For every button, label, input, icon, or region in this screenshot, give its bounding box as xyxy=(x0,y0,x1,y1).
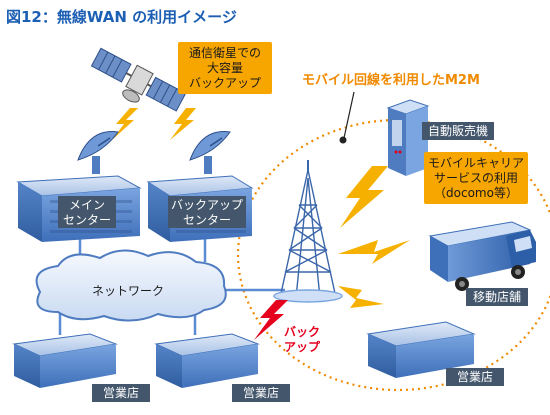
store-label-box-1 xyxy=(92,384,150,402)
store-building-3 xyxy=(366,321,476,378)
store-label-box-3 xyxy=(446,368,504,386)
carrier-note-line1: モバイルキャリア xyxy=(428,156,524,170)
satellite-note-line1: 通信衛星での xyxy=(189,46,261,60)
main-center-label-box xyxy=(58,196,116,228)
backup-label-line2: アップ xyxy=(284,339,321,354)
tower-bolt-upper-icon xyxy=(340,166,388,228)
vending-label-box xyxy=(422,122,494,140)
satellite-note-line2: 大容量 xyxy=(207,60,243,75)
figure-title: 図12：無線WAN の利用イメージ xyxy=(6,8,237,26)
carrier-note-box xyxy=(424,152,528,204)
satellite-note-line3: バックアップ xyxy=(189,76,261,90)
satellite-icon xyxy=(90,47,187,112)
mobile-store-label-box xyxy=(466,288,528,306)
store-building-2 xyxy=(154,333,260,388)
tower-bolt-right-icon xyxy=(338,240,410,264)
m2m-pointer-dot xyxy=(339,136,347,144)
main-center-label-line2: センター xyxy=(63,213,111,227)
main-center-label-line1: メイン xyxy=(69,198,105,212)
backup-center-label-line2: センター xyxy=(183,213,231,227)
tower-bolt-lower-icon xyxy=(338,286,384,308)
satellite-bolt-right-icon xyxy=(170,108,196,140)
mobile-store-label: 移動店舗 xyxy=(473,290,521,304)
carrier-note-line2: サービスの利用 xyxy=(434,171,518,185)
dish-antenna-backup-icon xyxy=(189,131,231,174)
store-label-3: 営業店 xyxy=(457,370,493,384)
network-label: ネットワーク xyxy=(92,284,164,298)
store-building-1 xyxy=(12,333,118,388)
dish-antenna-main-icon xyxy=(77,131,119,174)
backup-bolt-icon xyxy=(254,300,288,340)
backup-center-label-box xyxy=(168,196,246,228)
store-label-box-2 xyxy=(232,384,290,402)
m2m-pointer xyxy=(343,91,355,139)
backup-center-label-line1: バックアップ xyxy=(171,198,243,212)
truck-icon xyxy=(428,221,536,291)
m2m-label: モバイル回線を利用したM2M xyxy=(302,72,480,88)
vending-label: 自動販売機 xyxy=(428,123,488,138)
backup-label-line1: バック xyxy=(284,325,320,339)
satellite-note-box xyxy=(178,42,272,94)
store-label-2: 営業店 xyxy=(243,386,279,400)
vending-machine-icon xyxy=(386,99,430,176)
network-cloud xyxy=(35,249,227,322)
store-label-1: 営業店 xyxy=(103,386,139,400)
radio-tower-icon xyxy=(273,160,343,303)
carrier-note-line3: （docomo等） xyxy=(434,186,518,200)
